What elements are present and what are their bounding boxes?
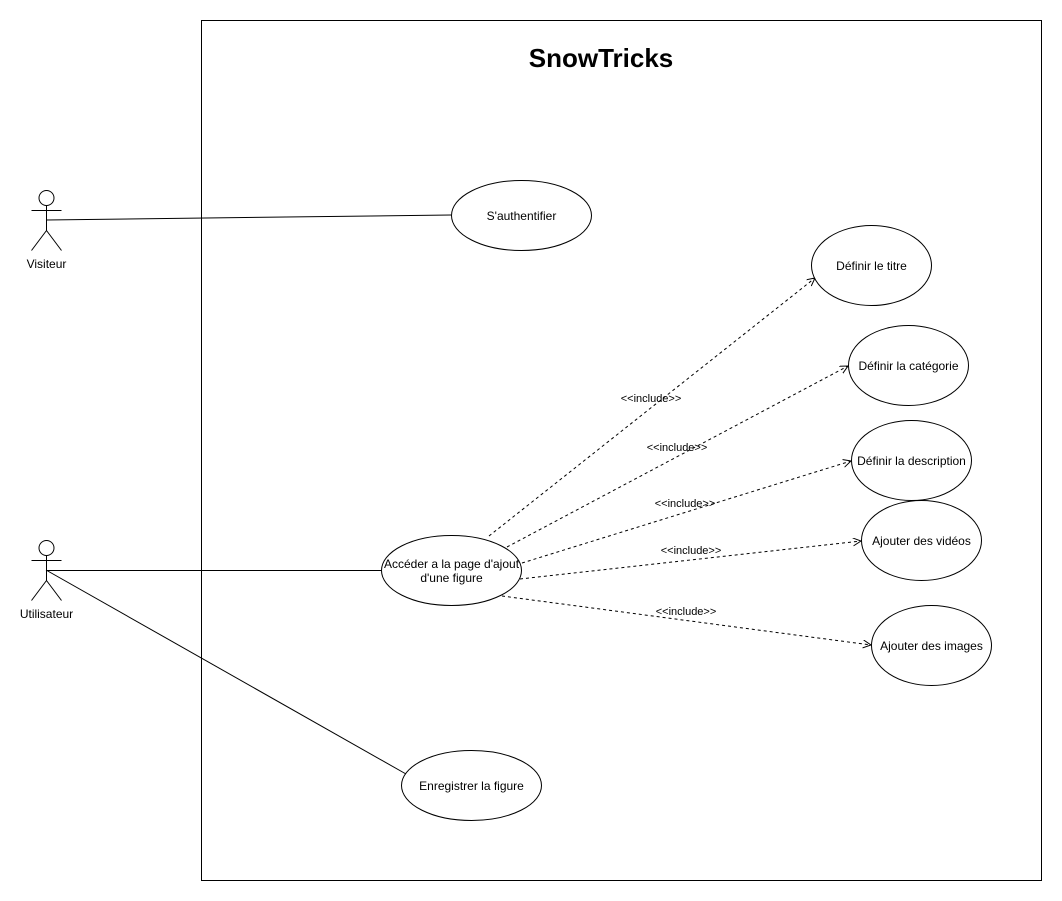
actor-visitor: Visiteur (27, 190, 67, 271)
include-arrow-category (506, 366, 848, 548)
actor-head-icon (38, 190, 55, 206)
use-case-save-figure: Enregistrer la figure (401, 750, 542, 821)
include-label: <<include>> (621, 393, 682, 405)
include-label: <<include>> (655, 498, 716, 510)
actor-user-label: Utilisateur (20, 607, 73, 621)
association-visitor-authenticate (45, 214, 452, 221)
use-case-authenticate: S'authentifier (451, 180, 592, 251)
use-case-add-images: Ajouter des images (871, 605, 992, 686)
use-case-access-add-page: Accéder a la page d'ajout d'une figure (381, 535, 522, 606)
include-arrow-images (501, 595, 871, 645)
use-case-set-description: Définir la description (851, 420, 972, 501)
use-case-set-category: Définir la catégorie (848, 325, 969, 406)
use-case-set-title: Définir le titre (811, 225, 932, 306)
include-label: <<include>> (656, 606, 717, 618)
use-case-add-images-label: Ajouter des images (880, 639, 983, 653)
system-title: SnowTricks (529, 43, 674, 73)
use-case-access-label-line1: Accéder a la page d'ajout (384, 557, 520, 571)
include-label: <<include>> (661, 545, 722, 557)
actor-visitor-label: Visiteur (27, 257, 67, 271)
include-label: <<include>> (647, 442, 708, 454)
actor-user: Utilisateur (20, 540, 73, 621)
use-case-add-videos-label: Ajouter des vidéos (872, 534, 971, 548)
use-case-save-label: Enregistrer la figure (419, 779, 524, 793)
use-case-access-label-line2: d'une figure (420, 571, 483, 585)
use-case-set-title-label: Définir le titre (836, 259, 907, 273)
association-user-save-figure (45, 569, 407, 775)
use-case-add-videos: Ajouter des vidéos (861, 500, 982, 581)
use-case-set-description-label: Définir la description (857, 454, 966, 468)
use-case-set-category-label: Définir la catégorie (858, 359, 958, 373)
actor-head-icon (38, 540, 55, 556)
use-case-authenticate-label: S'authentifier (487, 209, 557, 223)
